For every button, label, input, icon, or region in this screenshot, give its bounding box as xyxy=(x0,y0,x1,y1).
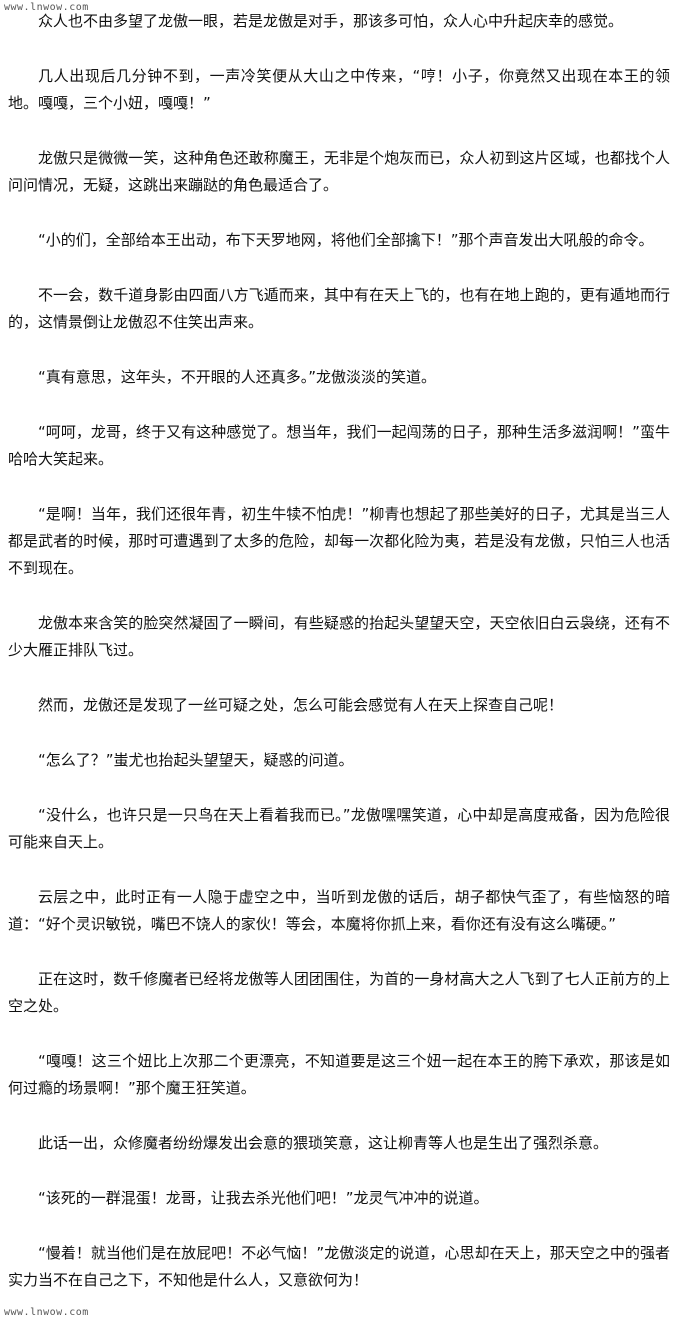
paragraph: 正在这时，数千修魔者已经将龙傲等人团团围住，为首的一身材高大之人飞到了七人正前方… xyxy=(8,970,670,1015)
paragraph: 此话一出，众修魔者纷纷爆发出会意的猥琐笑意，这让柳青等人也是生出了强烈杀意。 xyxy=(38,1134,609,1152)
paragraph: 云层之中，此时正有一人隐于虚空之中，当听到龙傲的话后，胡子都快气歪了，有些恼怒的… xyxy=(8,888,670,933)
paragraph: “慢着！就当他们是在放屁吧！不必气恼！”龙傲淡定的说道，心思却在天上，那天空之中… xyxy=(8,1244,670,1289)
article-body: 众人也不由多望了龙傲一眼，若是龙傲是对手，那该多可怕，众人心中升起庆幸的感觉。 … xyxy=(8,8,670,1322)
paragraph: “嘎嘎！这三个妞比上次那二个更漂亮，不知道要是这三个妞一起在本王的胯下承欢，那该… xyxy=(8,1052,670,1097)
paragraph: “该死的一群混蛋！龙哥，让我去杀光他们吧！”龙灵气冲冲的说道。 xyxy=(38,1189,489,1207)
paragraph: 几人出现后几分钟不到，一声冷笑便从大山之中传来，“哼！小子，你竟然又出现在本王的… xyxy=(8,67,670,112)
paragraph: “没什么，也许只是一只鸟在天上看着我而已。”龙傲嘿嘿笑道，心中却是高度戒备，因为… xyxy=(8,806,670,851)
paragraph: 不一会，数千道身影由四面八方飞遁而来，其中有在天上飞的，也有在地上跑的，更有遁地… xyxy=(8,286,670,331)
watermark-top: www.lnwow.com xyxy=(4,2,89,13)
watermark-bottom: www.lnwow.com xyxy=(4,1307,89,1318)
paragraph: 然而，龙傲还是发现了一丝可疑之处，怎么可能会感觉有人在天上探查自己呢！ xyxy=(38,696,564,714)
paragraph: “怎么了？”蚩尤也抬起头望望天，疑惑的问道。 xyxy=(38,751,354,769)
paragraph: 龙傲本来含笑的脸突然凝固了一瞬间，有些疑惑的抬起头望望天空，天空依旧白云袅绕，还… xyxy=(8,614,670,659)
paragraph: “是啊！当年，我们还很年青，初生牛犊不怕虎！”柳青也想起了那些美好的日子，尤其是… xyxy=(8,505,670,577)
paragraph: “小的们，全部给本王出动，布下天罗地网，将他们全部擒下！”那个声音发出大吼般的命… xyxy=(38,231,654,249)
paragraph: “真有意思，这年头，不开眼的人还真多。”龙傲淡淡的笑道。 xyxy=(38,368,437,386)
paragraph: 众人也不由多望了龙傲一眼，若是龙傲是对手，那该多可怕，众人心中升起庆幸的感觉。 xyxy=(38,12,624,30)
paragraph: 龙傲只是微微一笑，这种角色还敢称魔王，无非是个炮灰而已，众人初到这片区域，也都找… xyxy=(8,149,670,194)
paragraph: “呵呵，龙哥，终于又有这种感觉了。想当年，我们一起闯荡的日子，那种生活多滋润啊！… xyxy=(8,423,670,468)
